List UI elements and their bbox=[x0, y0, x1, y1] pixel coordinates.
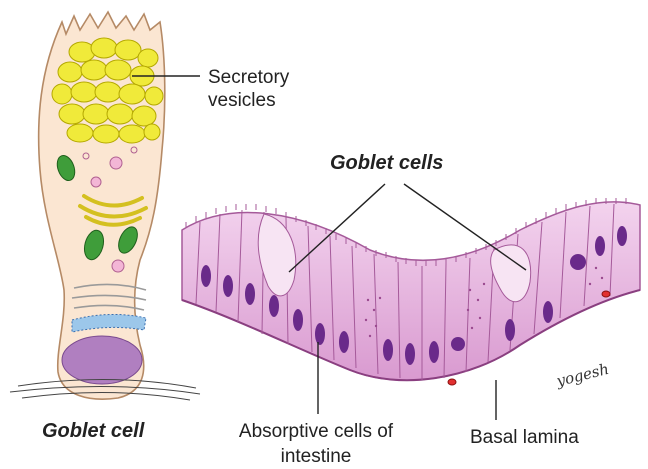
goblet-cell-label: Goblet cell bbox=[42, 420, 144, 443]
single-goblet-cell bbox=[10, 12, 200, 400]
secretory-vesicles-label: Secretory vesicles bbox=[208, 66, 348, 112]
goblet-cell-nucleus bbox=[62, 336, 142, 384]
absorptive-cells-label: Absorptive cells of intestine bbox=[236, 419, 396, 469]
basal-lamina-label: Basal lamina bbox=[470, 427, 579, 449]
goblet-cells-label: Goblet cells bbox=[330, 152, 443, 175]
